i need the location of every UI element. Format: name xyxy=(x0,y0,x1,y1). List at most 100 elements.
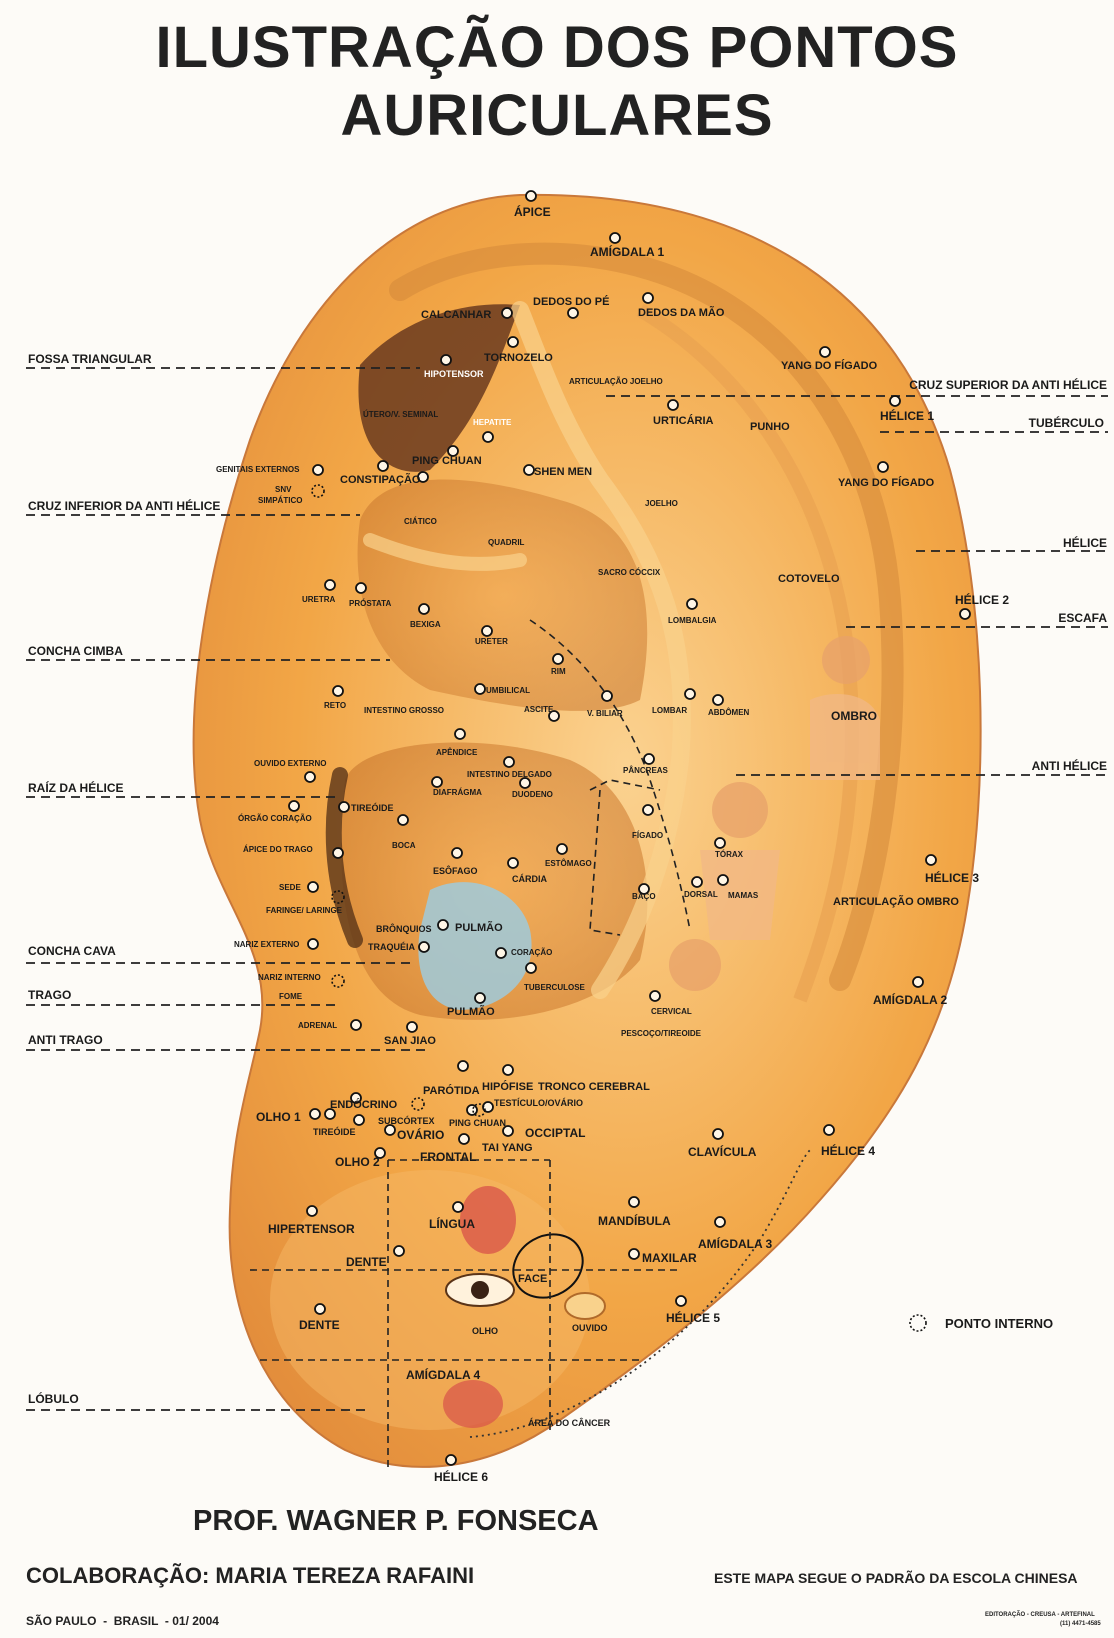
point-hipofise: HIPÓFISE xyxy=(482,1080,533,1093)
point-testiculo: TESTÍCULO/OVÁRIO xyxy=(494,1098,583,1108)
side-leader-lines xyxy=(26,367,1108,1411)
point-esofago: ESÔFAGO xyxy=(433,865,478,876)
point-occipital: OCCIPTAL xyxy=(525,1126,585,1140)
point-fome: FOME xyxy=(279,992,303,1001)
label-concha-cimba: CONCHA CIMBA xyxy=(28,644,123,658)
point-helice4: HÉLICE 4 xyxy=(821,1143,875,1158)
point-subcortex: SUBCÓRTEX xyxy=(378,1115,435,1126)
point-tuberculose: TUBERCULOSE xyxy=(524,983,586,992)
point-constipacao: CONSTIPAÇÃO xyxy=(340,473,421,486)
point-faringe: FARINGE/ LARINGE xyxy=(266,906,343,915)
point-joelho: JOELHO xyxy=(645,499,678,508)
point-adrenal: ADRENAL xyxy=(298,1021,337,1030)
point-torax: TÓRAX xyxy=(715,850,744,859)
point-articulacao-ombro: ARTICULAÇÃO OMBRO xyxy=(833,895,959,908)
point-olho: OLHO xyxy=(472,1326,498,1336)
label-anti-helice: ANTI HÉLICE xyxy=(1032,758,1107,773)
point-amigdala3: AMÍGDALA 3 xyxy=(698,1236,773,1251)
point-umbilical: UMBILICAL xyxy=(486,686,530,695)
point-olho1: OLHO 1 xyxy=(256,1110,301,1124)
point-punho: PUNHO xyxy=(750,421,790,433)
point-labels: ÁPICE AMÍGDALA 1 CALCANHAR DEDOS DO PÉ D… xyxy=(216,204,1053,1484)
crus-inferior xyxy=(363,533,527,571)
point-dedos-mao: DEDOS DA MÃO xyxy=(638,306,725,319)
point-san-jiao: SAN JIAO xyxy=(384,1035,436,1047)
legend-ponto-interno: PONTO INTERNO xyxy=(945,1316,1053,1331)
point-ouvido: OUVIDO xyxy=(572,1323,608,1333)
point-ureter: URETER xyxy=(475,637,508,646)
label-fossa-triangular: FOSSA TRIANGULAR xyxy=(28,352,152,366)
point-lingua: LÍNGUA xyxy=(429,1216,475,1231)
label-concha-cava: CONCHA CAVA xyxy=(28,944,116,958)
point-figado: FÍGADO xyxy=(632,831,663,840)
point-duodeno: DUODENO xyxy=(512,790,553,799)
point-amigdala2: AMÍGDALA 2 xyxy=(873,992,948,1007)
point-cervical: CERVICAL xyxy=(651,1007,692,1016)
point-amigdala1: AMÍGDALA 1 xyxy=(590,244,665,259)
point-utero: ÚTERO/V. SEMINAL xyxy=(363,410,438,419)
label-anti-trago: ANTI TRAGO xyxy=(28,1033,103,1047)
point-reto: RETO xyxy=(324,701,346,710)
label-escafa: ESCAFA xyxy=(1058,611,1107,625)
point-yang-figado1: YANG DO FÍGADO xyxy=(781,359,878,372)
point-clavicula: CLAVÍCULA xyxy=(688,1144,757,1159)
point-helice2: HÉLICE 2 xyxy=(955,592,1009,607)
tongue-illustration xyxy=(460,1186,516,1254)
point-uretra: URETRA xyxy=(302,595,336,604)
point-traqueia: TRAQUÉIA xyxy=(368,942,416,952)
concha-cimba xyxy=(357,479,648,711)
point-orgao-coracao: ÓRGÃO CORAÇÃO xyxy=(238,814,312,823)
point-intestino-delgado: INTESTINO DELGADO xyxy=(467,770,552,779)
point-bexiga: BEXIGA xyxy=(410,620,441,629)
point-lombar: LOMBAR xyxy=(652,706,687,715)
label-cruz-inferior: CRUZ INFERIOR DA ANTI HÉLICE xyxy=(28,498,220,513)
point-pulmao2: PULMÃO xyxy=(447,1005,495,1018)
footer-author: PROF. WAGNER P. FONSECA xyxy=(193,1505,599,1537)
concha-cava xyxy=(341,742,648,1020)
label-tuberculo: TUBÉRCULO xyxy=(1029,415,1104,430)
point-mamas: MAMAS xyxy=(728,891,759,900)
label-cruz-superior: CRUZ SUPERIOR DA ANTI HÉLICE xyxy=(909,377,1107,392)
point-lombalgia: LOMBALGIA xyxy=(668,616,717,625)
label-raiz-helice: RAÍZ DA HÉLICE xyxy=(28,780,124,795)
point-mandibula: MANDÍBULA xyxy=(598,1213,671,1228)
point-face: FACE xyxy=(518,1273,547,1285)
point-calcanhar: CALCANHAR xyxy=(421,309,491,321)
point-yang-figado2: YANG DO FÍGADO xyxy=(838,476,935,489)
point-helice1: HÉLICE 1 xyxy=(880,408,934,423)
label-helice: HÉLICE xyxy=(1063,535,1107,550)
point-bronquios: BRÔNQUIOS xyxy=(376,923,432,934)
point-hipotensor: HIPOTENSOR xyxy=(424,369,484,379)
point-ascite: ASCITE xyxy=(524,705,554,714)
point-pescoco: PESCOÇO/TIREOIDE xyxy=(621,1029,702,1038)
fossa-triangular xyxy=(358,304,520,472)
side-labels: FOSSA TRIANGULAR CRUZ INFERIOR DA ANTI H… xyxy=(28,352,1107,1406)
point-cotovelo: COTOVELO xyxy=(778,573,840,585)
point-genitais: GENITAIS EXTERNOS xyxy=(216,465,300,474)
point-tronco: TRONCO CEREBRAL xyxy=(538,1081,650,1093)
figure-shoulder xyxy=(810,636,880,780)
point-shen-men: SHEN MEN xyxy=(534,466,592,478)
footer-place: SÃO PAULO - BRASIL - 01/ 2004 xyxy=(26,1614,219,1628)
lobule-shade xyxy=(270,1170,590,1430)
label-lobulo: LÓBULO xyxy=(28,1391,79,1406)
point-sacro: SACRO CÓCCIX xyxy=(598,568,661,577)
point-tireoide2: TIREÓIDE xyxy=(313,1126,356,1137)
point-snv: SIMPÁTICO xyxy=(258,496,302,505)
point-tireoide1: TIREÓIDE xyxy=(351,802,394,813)
point-ciatico: CIÁTICO xyxy=(404,517,437,526)
point-quadril: QUADRIL xyxy=(488,538,525,547)
point-apice-trago: ÁPICE DO TRAGO xyxy=(243,845,313,854)
small-ear-illustration xyxy=(564,1292,606,1320)
eye-iris xyxy=(471,1281,489,1299)
point-cardia: CÁRDIA xyxy=(512,874,547,884)
point-hipertensor: HIPERTENSOR xyxy=(268,1222,355,1236)
point-endocrino: ENDÓCRINO xyxy=(330,1098,398,1111)
point-apendice: APÊNDICE xyxy=(436,748,478,757)
point-tornozelo: TORNOZELO xyxy=(484,352,553,364)
point-tai-yang: TAI YANG xyxy=(482,1142,533,1154)
point-ombro: OMBRO xyxy=(831,709,877,723)
footer-edit1: EDITORAÇÃO - CREUSA - ARTEFINAL xyxy=(985,1612,1095,1618)
figure-neck xyxy=(669,939,721,991)
